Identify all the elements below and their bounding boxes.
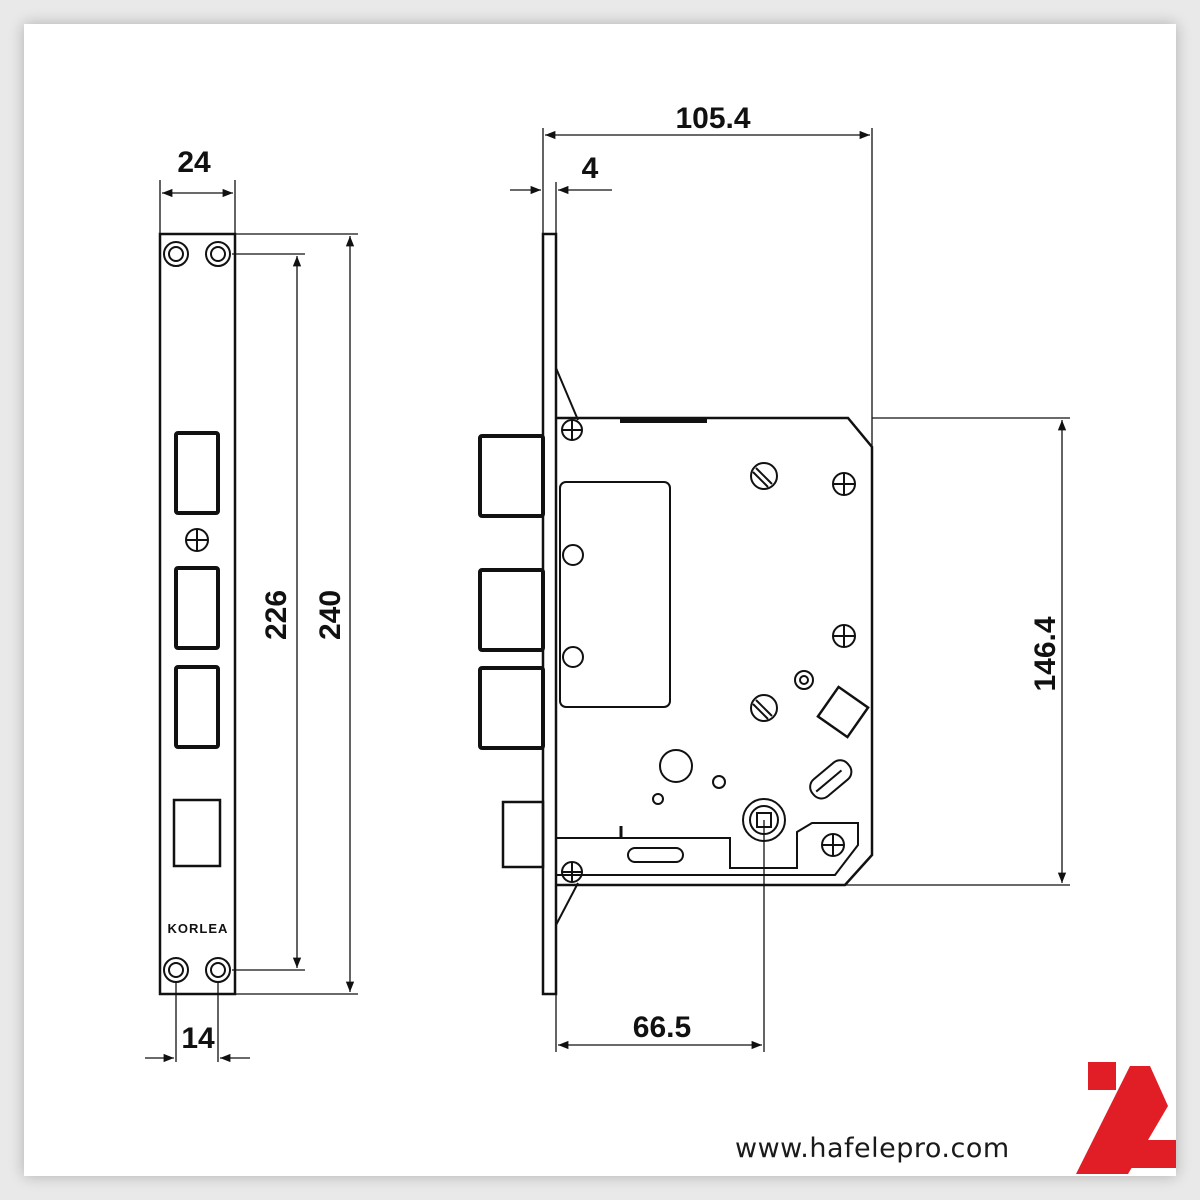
faceplate-front-view <box>158 232 237 996</box>
cam-square <box>816 685 870 739</box>
website-url: www.hafelepro.com <box>735 1133 1010 1164</box>
dim-total-depth: 105.4 <box>675 102 750 135</box>
cross-screw-middle <box>832 624 856 648</box>
dim-case-height: 146.4 <box>1029 616 1062 691</box>
case-screw-top <box>561 419 583 441</box>
dim-hole-spacing-horizontal: 14 <box>181 1022 215 1055</box>
cross-screw-lower <box>821 833 845 857</box>
lock-case <box>556 416 874 887</box>
dim-hole-spacing-vertical: 226 <box>260 590 293 640</box>
lock-body-side-view <box>478 232 874 996</box>
screw-icon <box>185 528 209 552</box>
dim-faceplate-thickness: 4 <box>582 152 599 185</box>
bolt-opening-middle <box>174 566 220 650</box>
deadbolt-top <box>478 434 545 518</box>
mounting-hole-top-right <box>205 241 231 267</box>
latch-bolt <box>501 800 545 869</box>
dim-backset: 66.5 <box>633 1011 691 1044</box>
case-screw-bottom <box>561 861 583 883</box>
slotted-screw-lower <box>750 694 778 722</box>
dim-faceplate-width: 24 <box>177 146 211 179</box>
brand-logo-icon <box>1076 1062 1176 1174</box>
faceplate-stamp: KORLEA <box>168 921 229 936</box>
deadbolt-middle <box>478 568 545 652</box>
side-dimension-lines <box>510 128 1070 1052</box>
slotted-screw-upper <box>750 462 778 490</box>
deadbolt-lower <box>478 666 545 750</box>
latch-slot <box>627 847 684 863</box>
bolt-carriage <box>559 481 671 708</box>
bolt-opening-lower <box>174 665 220 749</box>
latch-opening <box>172 798 222 868</box>
mounting-hole-top-left <box>163 241 189 267</box>
mounting-hole-bottom-left <box>163 957 189 983</box>
latch-tail-plate <box>556 822 859 876</box>
front-dimension-lines <box>145 180 358 1063</box>
mounting-hole-bottom-right <box>205 957 231 983</box>
dim-faceplate-height: 240 <box>314 590 347 640</box>
cross-screw-upper <box>832 472 856 496</box>
latch-lever <box>809 759 853 800</box>
bolt-opening-top <box>174 431 220 515</box>
